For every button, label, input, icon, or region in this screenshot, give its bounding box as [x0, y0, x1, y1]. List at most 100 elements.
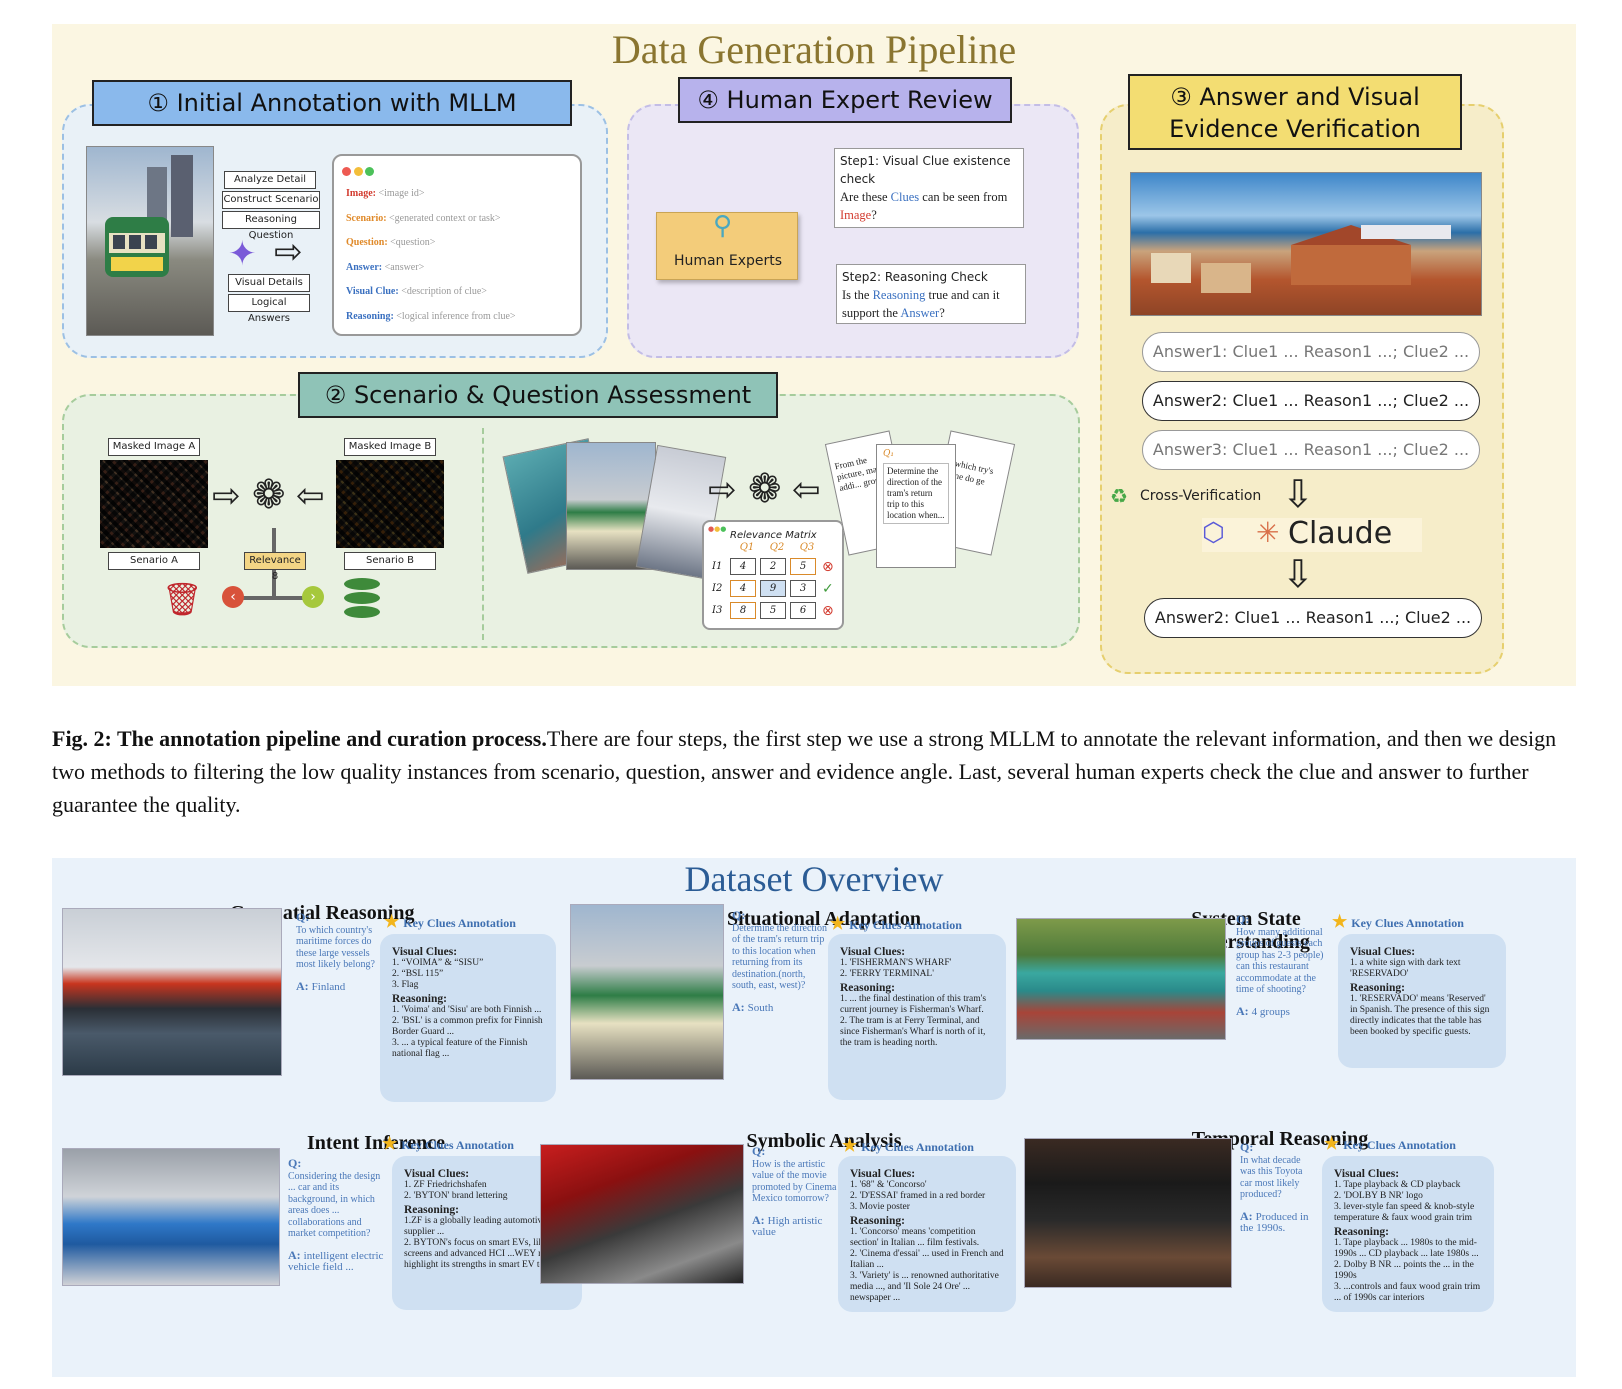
- openai-icon: ❁: [252, 472, 286, 518]
- visual-clues-heading: Visual Clues:: [404, 1168, 470, 1180]
- answer-text: Produced in the 1990s.: [1240, 1210, 1309, 1234]
- a-label: A:: [288, 1247, 304, 1262]
- q-label: Q:: [296, 910, 310, 924]
- step2-check-box: Step2: Reasoning Check Is the Reasoning …: [836, 264, 1026, 324]
- label-reasoning-question: Reasoning Question: [222, 211, 320, 241]
- visual-clue-item: 1. 'FISHERMAN'S WHARF': [840, 958, 952, 968]
- key-clues-card: Visual Clues:1. a white sign with dark t…: [1338, 934, 1506, 1068]
- key-clues-header: ★Key Clues Annotation: [382, 1134, 514, 1154]
- key-clues-header: ★Key Clues Annotation: [1324, 1134, 1456, 1154]
- matrix-row-header: I3: [712, 605, 723, 616]
- matrix-title: Relevance Matrix: [730, 530, 817, 541]
- annotation-field-key: Visual Clue:: [346, 286, 399, 297]
- annotation-field-row: Reasoning: <logical inference from clue>: [346, 305, 568, 330]
- reasoning-item: 1.ZF is a globally leading automotive pa…: [404, 1216, 568, 1237]
- annotation-field-value: <logical inference from clue>: [396, 310, 516, 322]
- matrix-cell: 5: [790, 558, 816, 575]
- human-experts-box: ⚲ Human Experts: [656, 211, 798, 280]
- a-label: A:: [752, 1212, 768, 1227]
- visual-clue-item: 2. 'DOLBY B NR' logo: [1334, 1191, 1423, 1201]
- label-construct-scenario: Construct Scenario: [222, 191, 320, 209]
- matrix-cell: 3: [790, 580, 816, 597]
- key-clues-card: Visual Clues:1. “VOIMA” & “SISU”2. “BSL …: [380, 934, 556, 1102]
- reasoning-heading: Reasoning:: [404, 1204, 459, 1216]
- star-icon: ★: [384, 912, 400, 931]
- answer-text: intelligent electric vehicle field ...: [288, 1249, 384, 1273]
- reasoning-item: 3. ... a typical feature of the Finnish …: [392, 1038, 528, 1059]
- step2-check-text: Is the: [842, 288, 873, 302]
- step1-check-text: Are these: [840, 190, 891, 204]
- visual-clue-item: 2. 'FERRY TERMINAL': [840, 969, 934, 979]
- human-experts-label: Human Experts: [673, 253, 783, 269]
- star-icon: ★: [842, 1136, 858, 1155]
- openai-icon-2: ❁: [748, 466, 782, 512]
- visual-clues-heading: Visual Clues:: [1350, 946, 1416, 958]
- matrix-cell: 6: [790, 602, 816, 619]
- sparkle-icon: ✦: [228, 234, 257, 274]
- tree-branch: [242, 596, 304, 600]
- right-arrow-icon: ⇨: [274, 232, 303, 272]
- matrix-cell: 2: [760, 558, 786, 575]
- panel-photo: [570, 904, 724, 1080]
- key-clues-header: ★Key Clues Annotation: [830, 914, 962, 934]
- down-arrow-icon-1: ⇩: [1282, 472, 1314, 516]
- arrow-right-icon: ⇨: [212, 476, 241, 516]
- key-clues-card: Visual Clues:1. 'FISHERMAN'S WHARF'2. 'F…: [828, 934, 1006, 1100]
- masked-image-a: [100, 460, 208, 548]
- key-clues-header: ★Key Clues Annotation: [1332, 912, 1464, 932]
- reasoning-item: 1. 'Concorso' means 'competition section…: [850, 1227, 980, 1248]
- answer1-pill: Answer1: Clue1 ... Reason1 ...; Clue2 ..…: [1142, 332, 1480, 372]
- right-chevron-icon: ›: [302, 586, 324, 608]
- a-label: A:: [296, 978, 312, 993]
- panel-qa: Q:Considering the design ... car and its…: [288, 1156, 388, 1274]
- star-icon: ★: [830, 914, 846, 933]
- annotation-field-key: Image:: [346, 188, 376, 199]
- panel-title: Symbolic Analysis: [746, 1130, 902, 1152]
- key-clues-card: Visual Clues:1. '68" & 'Concorso'2. 'D'E…: [838, 1156, 1016, 1312]
- figure-caption: Fig. 2: The annotation pipeline and cura…: [52, 722, 1582, 821]
- question-text: In what decade was this Toyota car most …: [1240, 1154, 1303, 1201]
- annotation-field-row: Visual Clue: <description of clue>: [346, 280, 568, 305]
- annotation-field-value: <description of clue>: [401, 286, 487, 297]
- reasoning-heading: Reasoning:: [850, 1215, 905, 1227]
- step1-check-image: Image: [840, 208, 872, 222]
- step2-check-reasoning: Reasoning: [872, 288, 926, 302]
- pipeline-figure: Data Generation Pipeline ① Initial Annot…: [52, 24, 1576, 686]
- key-clues-label: Key Clues Annotation: [401, 1138, 514, 1152]
- key-clues-label: Key Clues Annotation: [1351, 916, 1464, 930]
- panel-qa: Q:How is the artistic value of the movie…: [752, 1144, 844, 1239]
- answer-text: Finland: [311, 980, 346, 993]
- matrix-col-header: Q2: [769, 542, 785, 553]
- reasoning-item: 1. 'RESERVADO' means 'Reserved' in Spani…: [1350, 994, 1490, 1037]
- key-clues-label: Key Clues Annotation: [849, 918, 962, 932]
- key-clues-header: ★Key Clues Annotation: [384, 912, 516, 932]
- q-label: Q:: [752, 1144, 766, 1158]
- matrix-row-header: I2: [712, 583, 723, 594]
- visual-clue-item: 1. a white sign with dark text 'RESERVAD…: [1350, 958, 1461, 979]
- visual-clue-item: 3. Movie poster: [850, 1202, 910, 1212]
- panel-qa: Q:To which country's maritime forces do …: [296, 910, 376, 993]
- visual-clues-heading: Visual Clues:: [1334, 1168, 1400, 1180]
- panel-qa: Q:How many additional groups of guests e…: [1236, 912, 1328, 1018]
- model-logos: ⬡ ✳ Claude: [1202, 516, 1422, 552]
- relevance-badge: Relevance 8: [244, 552, 306, 582]
- magnifier-icon: ⚲: [713, 211, 733, 241]
- q-label: Q:: [288, 1156, 302, 1170]
- q-label: Q:: [732, 908, 746, 922]
- reasoning-item: 1. 'Voima' and 'Sisu' are both Finnish .…: [392, 1005, 542, 1015]
- matrix-cell: 8: [730, 602, 756, 619]
- reasoning-item: 2. 'Cinema d'essai' ... used in French a…: [850, 1249, 1004, 1270]
- q-label: Q:: [1236, 912, 1250, 926]
- key-clues-card: Visual Clues:1. Tape playback & CD playb…: [1322, 1156, 1494, 1312]
- city-illustration: [1151, 225, 1451, 293]
- claude-icon: ✳: [1256, 516, 1280, 549]
- visual-clue-item: 2. “BSL 115”: [392, 969, 444, 979]
- question-text: Determine the direction of the tram's re…: [732, 922, 827, 992]
- masked-image-a-label: Masked Image A: [108, 438, 200, 456]
- step3-header-line2: Evidence Verification: [1169, 115, 1421, 143]
- annotation-field-value: <image id>: [378, 188, 425, 199]
- step1-header: ① Initial Annotation with MLLM: [92, 80, 572, 126]
